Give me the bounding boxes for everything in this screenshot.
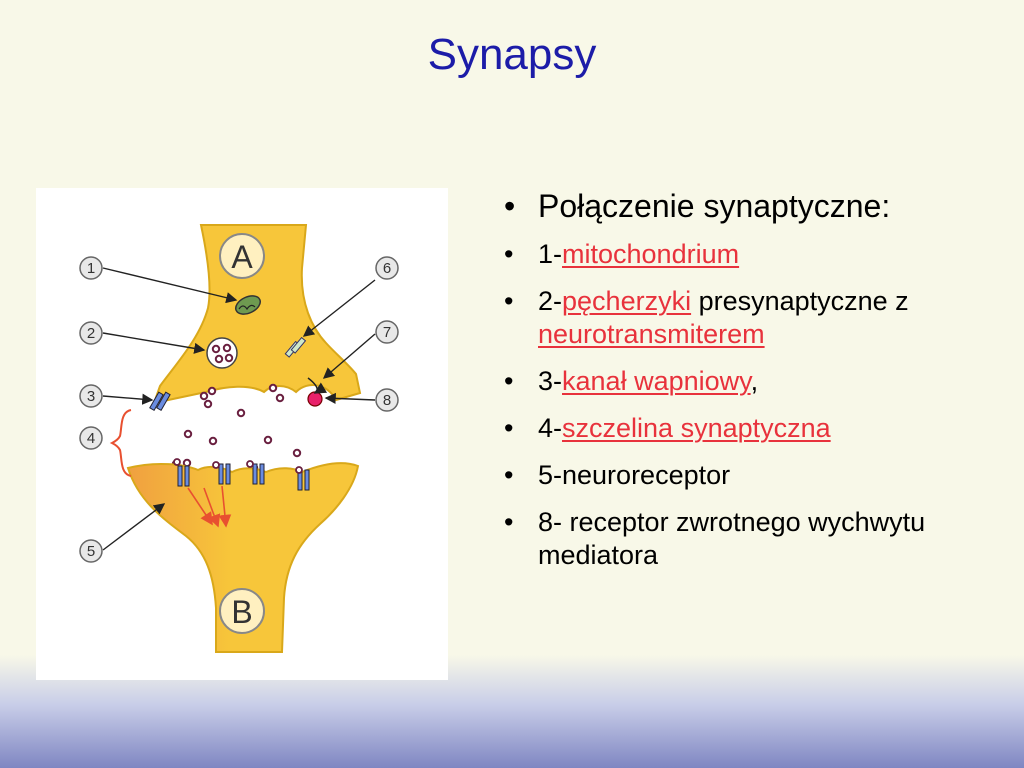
bullet-item-8: 8- receptor zwrotnego wychwytu mediatora (500, 506, 1000, 572)
neuron-b-label: B (231, 594, 252, 630)
item3-prefix: 3- (538, 366, 563, 396)
bullet-item-1: 1-mitochondrium (500, 238, 1000, 271)
callout-2 (79, 321, 103, 345)
calcium-channel-icon (149, 391, 164, 411)
callout-6 (375, 256, 399, 280)
bullet-list: Połączenie synaptyczne: 1-mitochondrium … (500, 186, 1000, 586)
callout-1 (79, 256, 103, 280)
item1-prefix: 1- (538, 239, 563, 269)
callout-4-label: 4 (87, 430, 95, 447)
callout-3 (79, 384, 103, 408)
callout-1-label: 1 (87, 260, 95, 277)
mitochondrium-link[interactable]: mitochondrium (562, 239, 740, 269)
pecherzyki-link[interactable]: pęcherzyki (562, 286, 692, 316)
item2-prefix: 2- (538, 286, 563, 316)
callout-5-label: 5 (87, 543, 95, 560)
bullet-item-2: 2-pęcherzyki presynaptyczne z neurotrans… (500, 285, 1000, 351)
callout-2-label: 2 (87, 325, 95, 342)
bullet-item-3: 3-kanał wapniowy, (500, 365, 1000, 398)
cleft-bracket (109, 409, 132, 477)
neuron-b-circle (219, 588, 265, 634)
callout-5 (79, 539, 103, 563)
neuron-a-label: A (231, 239, 253, 275)
synapse-diagram: A (36, 188, 448, 680)
callout-3-label: 3 (87, 388, 95, 405)
callout-4 (79, 426, 103, 450)
neurotransmitter-molecules (171, 408, 302, 475)
neuroreceptor-icons (177, 463, 310, 491)
callout-7 (375, 320, 399, 344)
neurotransmiterem-link[interactable]: neurotransmiterem (538, 319, 765, 349)
mitochondrium-icon (234, 295, 262, 315)
callout-7-label: 7 (383, 324, 391, 341)
slide-title: Synapsy (427, 30, 597, 79)
bullet-item-4: 4-szczelina synaptyczna (500, 412, 1000, 445)
item3-suffix: , (750, 366, 759, 396)
bullet-item-5: 5-neuroreceptor (500, 459, 1000, 492)
bullet-heading: Połączenie synaptyczne: (500, 186, 1000, 226)
item2-rest: presynaptyczne z (691, 286, 909, 316)
signal-arrows (187, 485, 232, 528)
reuptake-receptor-icon (307, 391, 323, 407)
kanal-wapniowy-link[interactable]: kanał wapniowy (562, 366, 751, 396)
callout-8-label: 8 (383, 392, 391, 409)
callout-8 (375, 388, 399, 412)
vesicle-cluster-icon (206, 337, 238, 369)
neuron-a-circle (219, 233, 265, 279)
szczelina-synaptyczna-link[interactable]: szczelina synaptyczna (562, 413, 831, 443)
item4-prefix: 4- (538, 413, 563, 443)
callout-6-label: 6 (383, 260, 391, 277)
presynaptic-neuron (152, 224, 362, 405)
